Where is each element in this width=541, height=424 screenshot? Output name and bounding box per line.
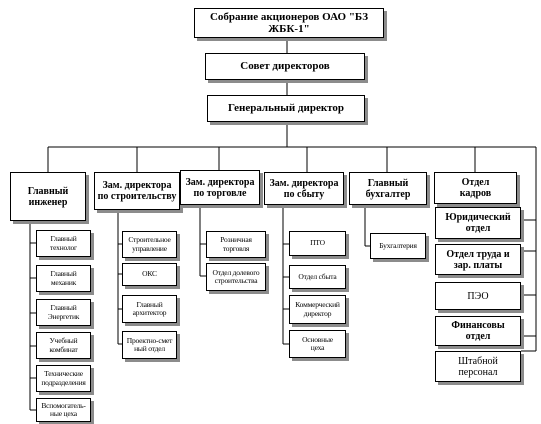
chief-technologist-label: Главный технолог <box>50 234 77 252</box>
auxiliary-shops-label: Вспомогатель- ные цеха <box>41 400 86 418</box>
construction-management-label: Строительное управление <box>128 235 171 253</box>
accounting-box: Бухгалтерия <box>370 233 426 259</box>
deputy-trade-label: Зам. директора по торговле <box>185 176 255 199</box>
retail-trade-box: Розничная торговля <box>206 231 266 258</box>
shareholders-label: Собрание акционеров ОАО "БЗ ЖБК-1" <box>209 10 369 35</box>
chief-architect-label: Главный архитектор <box>132 299 167 317</box>
chief-power-engineer-label: Главный Энергетик <box>47 303 80 321</box>
general-director-box: Генеральный директор <box>207 95 365 122</box>
technical-divisions-label: Технические подразделения <box>41 369 86 387</box>
finance-dept-box: Финансовы отдел <box>435 316 521 346</box>
hr-department-box: Отдел кадров <box>434 172 517 204</box>
auxiliary-shops-box: Вспомогатель- ные цеха <box>36 398 91 422</box>
board-label: Совет директоров <box>240 60 330 73</box>
labor-wages-dept-label: Отдел труда и зар. платы <box>446 248 510 271</box>
chief-accountant-box: Главный бухгалтер <box>349 172 427 205</box>
deputy-construction-label: Зам. директора по строительству <box>97 180 177 202</box>
design-estimate-dept-box: Проектно-смет ный отдел <box>122 331 177 359</box>
staff-personnel-box: Штабной персонал <box>435 351 521 382</box>
sales-dept-box: Отдел сбыта <box>289 265 346 289</box>
deputy-sales-label: Зам. директора по сбыту <box>269 177 339 200</box>
chief-mechanic-label: Главный механик <box>50 269 77 287</box>
deputy-trade-box: Зам. директора по торговле <box>180 170 260 205</box>
shared-construction-dept-box: Отдел долевого строительства <box>206 263 266 291</box>
legal-dept-box: Юридический отдел <box>435 207 521 239</box>
pto-box: ПТО <box>289 231 346 256</box>
board-box: Совет директоров <box>205 53 365 80</box>
oks-box: ОКС <box>122 263 177 286</box>
staff-personnel-label: Штабной персонал <box>458 355 498 378</box>
chief-engineer-box: Главный инженер <box>10 172 86 221</box>
chief-accountant-label: Главный бухгалтер <box>365 177 411 200</box>
oks-label: ОКС <box>142 269 157 279</box>
pto-label: ПТО <box>310 238 325 248</box>
peo-box: ПЭО <box>435 282 521 310</box>
shared-construction-dept-label: Отдел долевого строительства <box>212 267 260 285</box>
finance-dept-label: Финансовы отдел <box>451 320 505 342</box>
deputy-construction-box: Зам. директора по строительству <box>94 172 180 210</box>
chief-power-engineer-box: Главный Энергетик <box>36 299 91 326</box>
chief-technologist-box: Главный технолог <box>36 230 91 257</box>
commercial-director-label: Коммерческий директор <box>295 300 340 318</box>
training-center-label: Учебный комбинат <box>49 336 78 354</box>
chief-mechanic-box: Главный механик <box>36 265 91 292</box>
main-shops-box: Основные цеха <box>289 330 346 358</box>
deputy-sales-box: Зам. директора по сбыту <box>264 172 344 205</box>
hr-department-label: Отдел кадров <box>459 177 492 199</box>
retail-trade-label: Розничная торговля <box>220 235 252 253</box>
accounting-label: Бухгалтерия <box>379 240 417 250</box>
construction-management-box: Строительное управление <box>122 231 177 258</box>
sales-dept-label: Отдел сбыта <box>298 271 337 281</box>
shareholders-box: Собрание акционеров ОАО "БЗ ЖБК-1" <box>194 8 384 38</box>
design-estimate-dept-label: Проектно-смет ный отдел <box>126 335 173 353</box>
labor-wages-dept-box: Отдел труда и зар. платы <box>435 244 521 275</box>
chief-engineer-label: Главный инженер <box>27 185 69 208</box>
general-director-label: Генеральный директор <box>227 102 345 115</box>
chief-architect-box: Главный архитектор <box>122 295 177 323</box>
peo-label: ПЭО <box>467 290 489 302</box>
training-center-box: Учебный комбинат <box>36 332 91 359</box>
main-shops-label: Основные цеха <box>302 334 333 352</box>
technical-divisions-box: Технические подразделения <box>36 365 91 392</box>
legal-dept-label: Юридический отдел <box>445 212 511 234</box>
commercial-director-box: Коммерческий директор <box>289 295 346 324</box>
